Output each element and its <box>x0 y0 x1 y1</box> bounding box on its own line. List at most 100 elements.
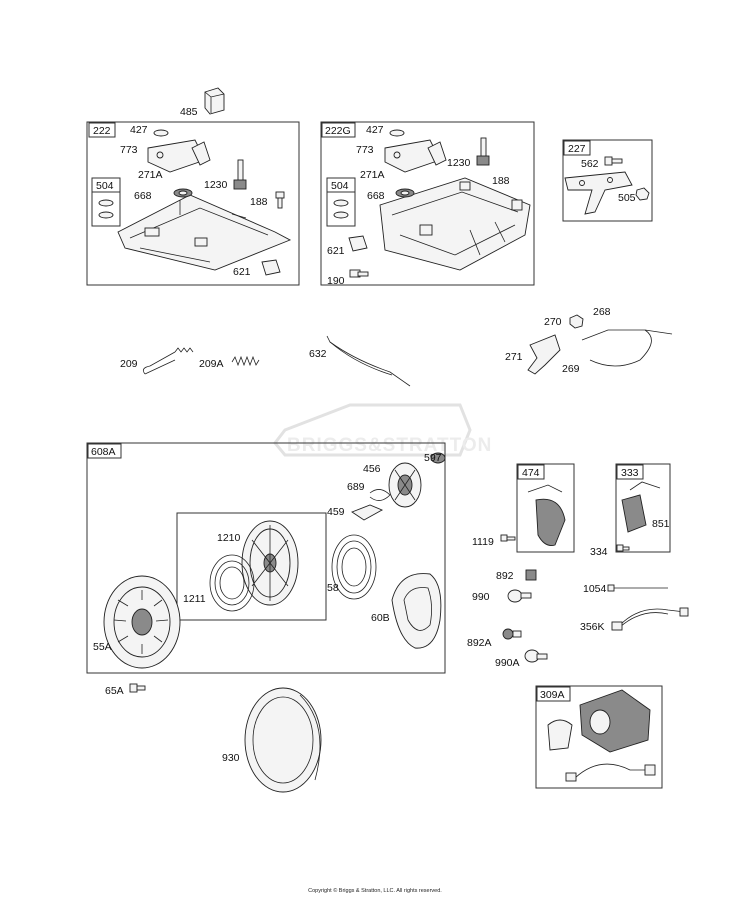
label-689: 689 <box>347 481 365 493</box>
label-270: 270 <box>544 316 562 328</box>
handle-60b-icon <box>391 573 442 649</box>
label-1211: 1211 <box>183 593 206 605</box>
tag-504-b-text: 504 <box>331 180 349 192</box>
label-271: 271 <box>505 351 523 363</box>
tag-474 <box>517 464 545 480</box>
label-65a: 65A <box>105 685 124 697</box>
bolt-1230-b-icon <box>476 137 490 166</box>
label-269: 269 <box>562 363 580 375</box>
bolt-1230-a-icon <box>233 159 247 190</box>
tag-474-text: 474 <box>522 467 540 479</box>
clip-621-a-icon <box>261 259 281 276</box>
label-773-a: 773 <box>120 144 138 156</box>
cam-456-icon <box>388 462 422 508</box>
label-773-b: 773 <box>356 144 374 156</box>
label-1230-a: 1230 <box>204 179 228 191</box>
governor-plate-222g-icon <box>384 129 447 173</box>
label-268: 268 <box>593 306 611 318</box>
label-209a: 209A <box>199 358 224 370</box>
watermark-logo: BRIGGS&STRATTON <box>273 403 492 457</box>
tag-504-a-text: 504 <box>96 180 114 192</box>
starter-cable-309a-icon <box>565 763 656 782</box>
label-1210: 1210 <box>217 532 241 544</box>
tag-333-text: 333 <box>621 467 639 479</box>
key-990-icon <box>507 589 532 603</box>
label-271a-a: 271A <box>138 169 163 181</box>
armature-333-icon <box>621 481 661 533</box>
screw-562-icon <box>604 156 623 166</box>
label-892a: 892A <box>467 637 492 649</box>
screw-65a-icon <box>129 683 146 693</box>
box-222 <box>86 121 300 286</box>
label-632: 632 <box>309 348 327 360</box>
switch-892-icon <box>525 569 537 581</box>
label-209: 209 <box>120 358 138 370</box>
label-892: 892 <box>496 570 514 582</box>
washer-668-b-icon <box>395 188 415 198</box>
label-505: 505 <box>618 192 636 204</box>
screen-930-icon <box>244 687 322 793</box>
clip-621-b-icon <box>348 235 368 252</box>
bracket-227-icon <box>564 171 633 215</box>
label-55a: 55A <box>93 641 112 653</box>
tie-1054-icon <box>607 584 668 592</box>
tag-222g <box>321 122 356 138</box>
washer-668-a-icon <box>173 188 193 198</box>
label-990: 990 <box>472 591 490 603</box>
pulley-1210-icon <box>241 520 299 606</box>
label-668-b: 668 <box>367 190 385 202</box>
tag-333 <box>616 464 644 480</box>
dog-459-icon <box>351 504 384 521</box>
screw-334-icon <box>616 544 630 552</box>
ignition-armature-474-icon <box>527 484 566 546</box>
spring-209-icon <box>142 347 194 375</box>
spring-58-icon <box>331 534 377 600</box>
nut-505-icon <box>635 187 650 201</box>
label-485: 485 <box>180 106 198 118</box>
starter-motor-309a-icon <box>547 689 651 753</box>
label-990a: 990A <box>495 657 520 669</box>
link-632-icon <box>326 335 411 387</box>
label-58: 58 <box>327 582 339 594</box>
label-188-b: 188 <box>492 175 510 187</box>
box-608a <box>86 442 446 674</box>
watermark-text: BRIGGS&STRATTON <box>287 435 492 456</box>
label-1054: 1054 <box>583 583 607 595</box>
label-190: 190 <box>327 275 345 287</box>
label-930: 930 <box>222 752 240 764</box>
tag-222-text: 222 <box>93 125 111 137</box>
label-562: 562 <box>581 158 599 170</box>
lever-271-icon <box>527 334 561 375</box>
tag-227-text: 227 <box>568 143 586 155</box>
tag-608a-text: 608A <box>91 446 116 458</box>
label-334: 334 <box>590 546 608 558</box>
box-pulley-group <box>176 512 327 621</box>
cable-268-icon <box>581 329 673 367</box>
label-60b: 60B <box>371 612 390 624</box>
spring-689-icon <box>369 489 391 501</box>
label-1230-b: 1230 <box>447 157 471 169</box>
part-485-icon <box>204 87 225 115</box>
rewind-spring-1211-icon <box>209 554 255 612</box>
label-188-a: 188 <box>250 196 268 208</box>
label-621-a: 621 <box>233 266 251 278</box>
spring-209a-icon <box>231 355 260 367</box>
tag-309a <box>536 686 571 702</box>
tag-608a <box>87 443 122 459</box>
key-990a-icon <box>524 649 548 663</box>
box-222g <box>320 121 535 286</box>
label-271a-b: 271A <box>360 169 385 181</box>
label-597: 597 <box>424 452 442 464</box>
governor-plate-222-icon <box>147 129 211 173</box>
label-621-b: 621 <box>327 245 345 257</box>
box-474 <box>516 463 575 553</box>
washers-504-b-icon <box>333 199 349 219</box>
label-456: 456 <box>363 463 381 475</box>
screw-190-icon <box>349 269 369 278</box>
label-459: 459 <box>327 506 345 518</box>
tag-222g-text: 222G <box>325 125 351 137</box>
copyright-notice: Copyright © Briggs & Stratton, LLC. All … <box>308 888 442 894</box>
tag-227 <box>563 140 591 156</box>
label-1119: 1119 <box>472 536 494 548</box>
